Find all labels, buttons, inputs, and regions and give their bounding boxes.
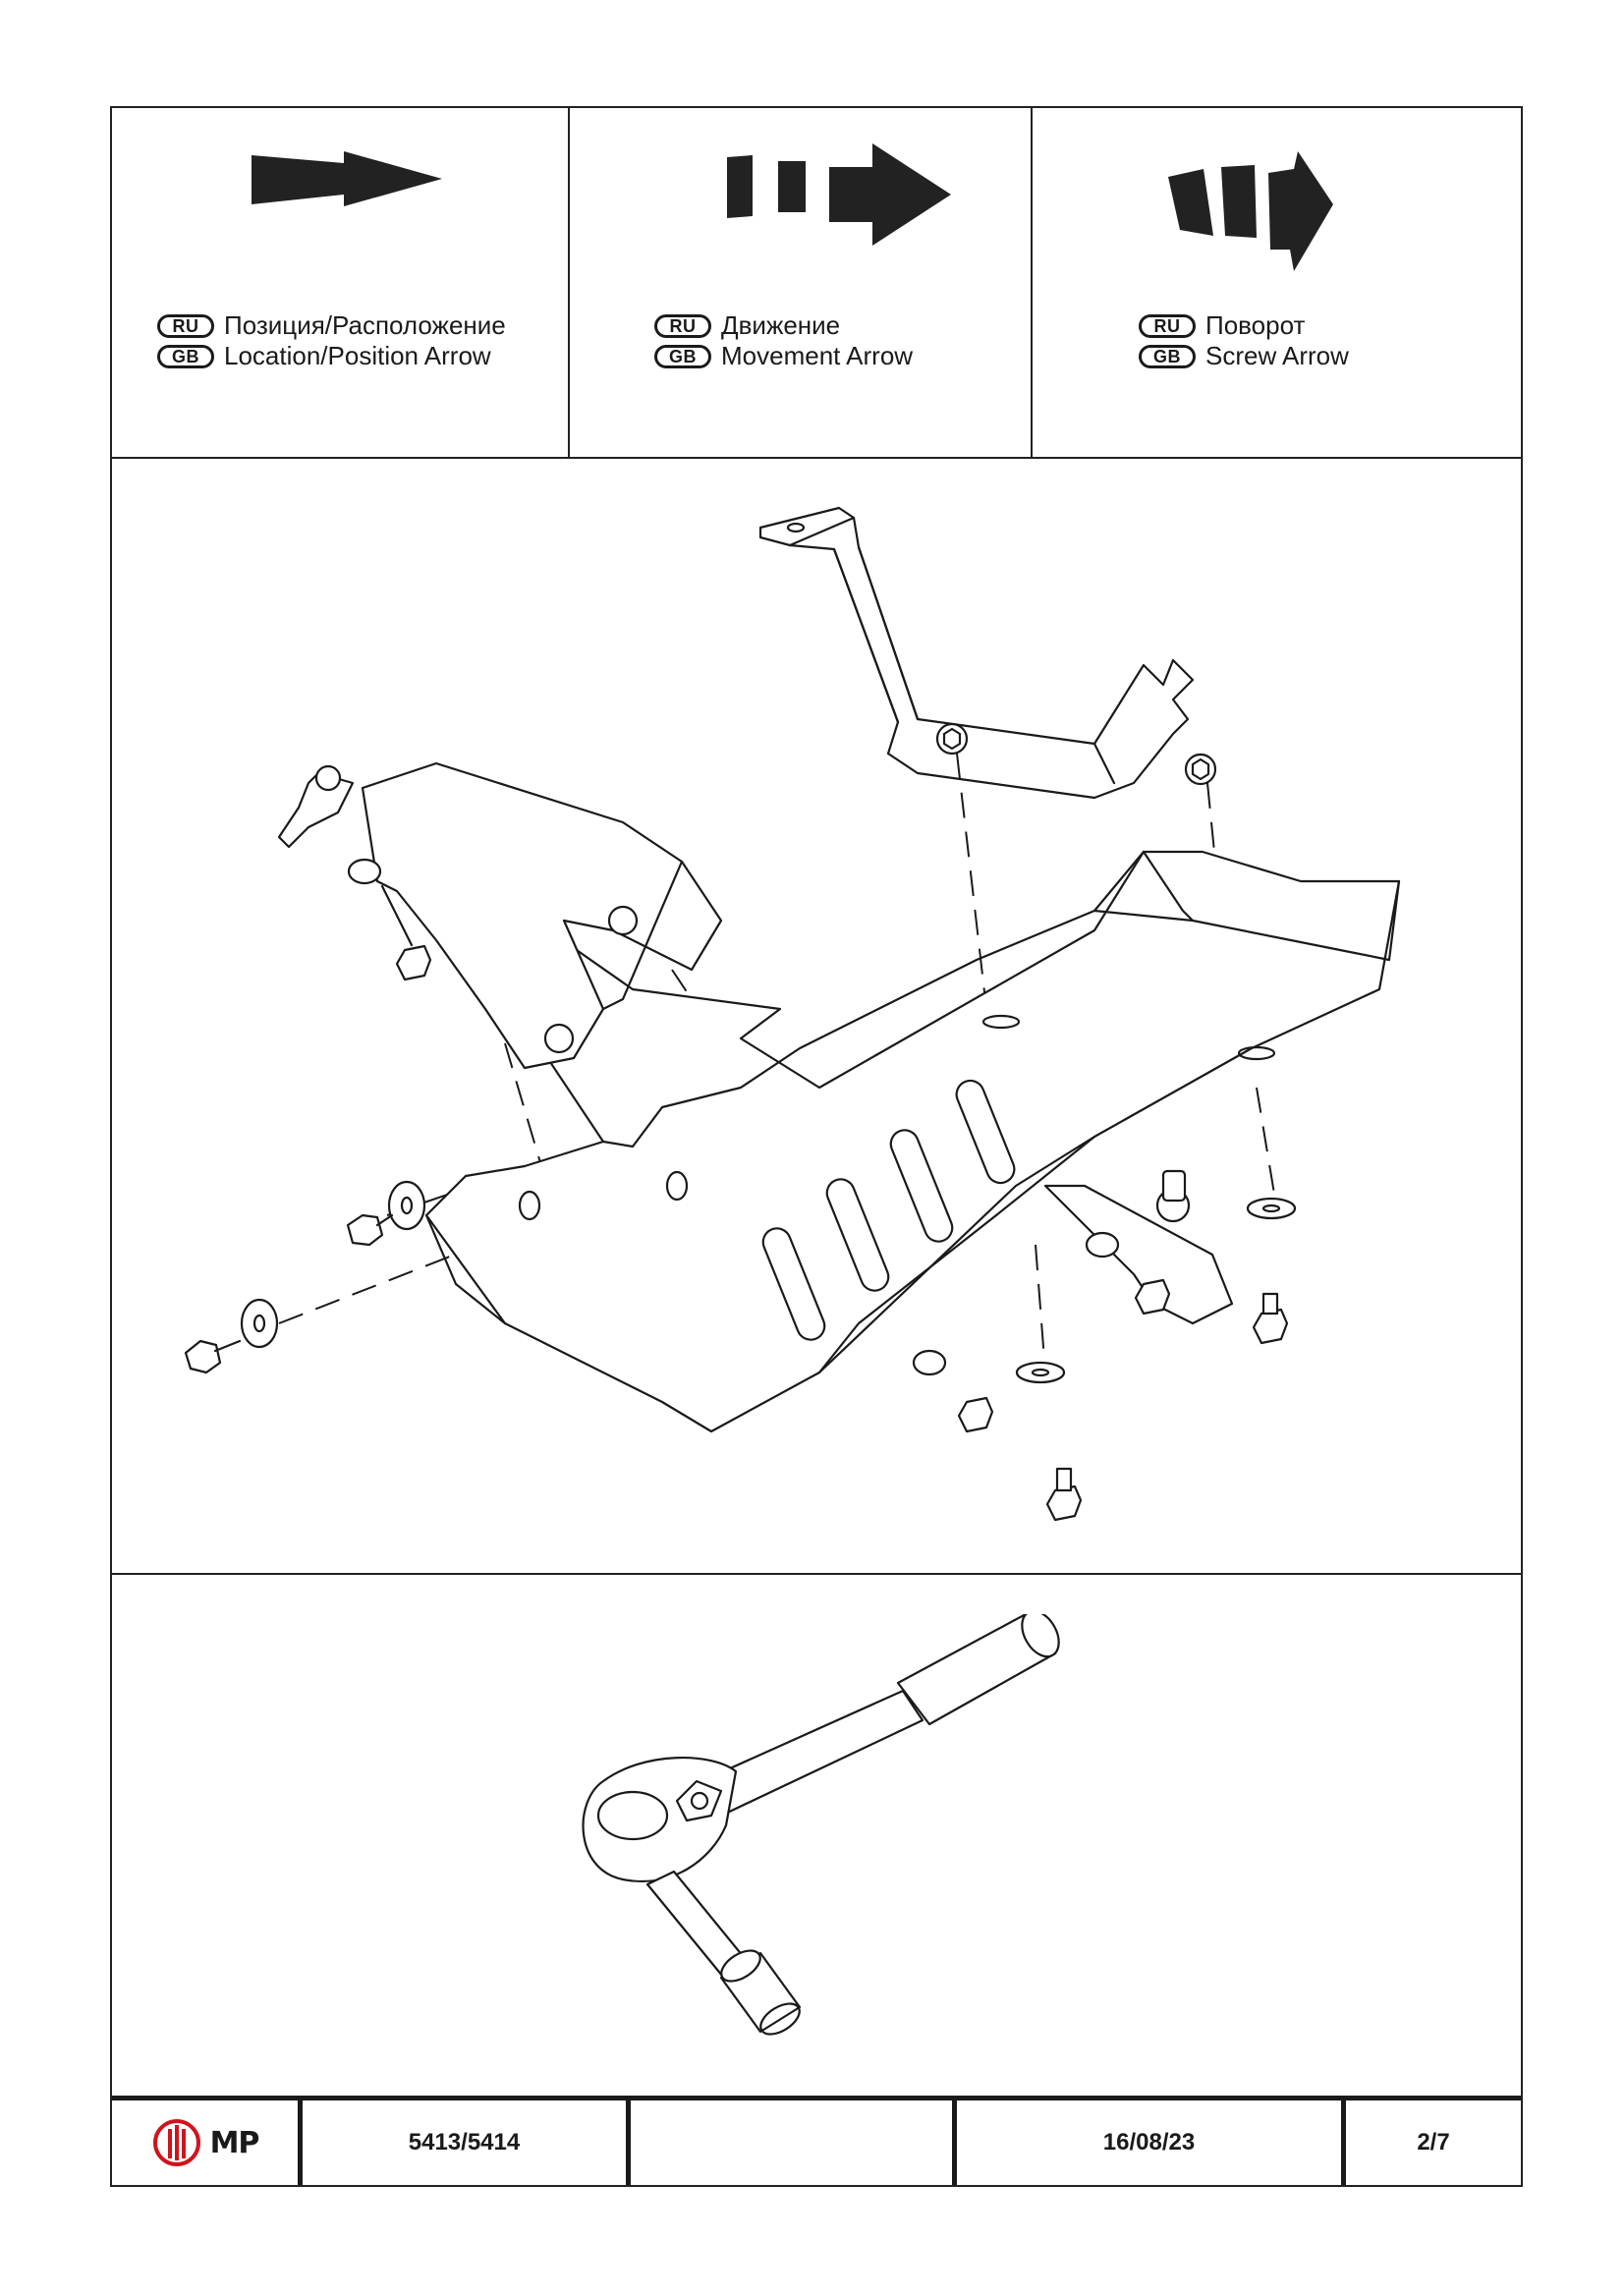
ru-badge: RU <box>1139 313 1196 338</box>
page-number: 2/7 <box>1341 2100 1521 2185</box>
part-number: 5413/5414 <box>298 2100 626 2185</box>
skid-plate-assembly-diagram <box>184 506 1401 1522</box>
ru-badge: RU <box>157 313 214 338</box>
upper-bracket <box>758 506 1217 800</box>
legend-ru-label: Позиция/Расположение <box>224 310 506 340</box>
left-bracket <box>277 761 723 1070</box>
ru-badge: RU <box>654 313 711 338</box>
gb-badge: GB <box>157 344 214 368</box>
legend-movement: RU Движение GB Movement Arrow <box>568 108 1031 457</box>
gb-badge: GB <box>654 344 711 368</box>
skid-plate <box>424 850 1401 1433</box>
legend-screw: RU Поворот GB Screw Arrow <box>1031 108 1525 457</box>
tool-panel <box>112 1575 1521 2101</box>
legend-gb-label: Movement Arrow <box>721 341 914 370</box>
title-block: MP 5413/5414 16/08/23 2/7 <box>112 2096 1521 2185</box>
page-frame: RU Позиция/Расположение GB Location/Positi… <box>110 106 1523 2187</box>
legend-ru-label: Поворот <box>1205 310 1306 340</box>
blank-field <box>626 2100 952 2185</box>
brand-logo: MP <box>112 2100 298 2185</box>
screw-arrow-icon <box>1168 151 1333 271</box>
gb-badge: GB <box>1139 344 1196 368</box>
legend-gb-label: Location/Position Arrow <box>224 341 491 370</box>
arrow-legend: RU Позиция/Расположение GB Location/Positi… <box>112 108 1521 459</box>
legend-gb-label: Screw Arrow <box>1205 341 1349 370</box>
brand-name: MP <box>209 2125 260 2160</box>
ratchet-wrench-icon <box>582 1614 1060 2036</box>
legend-ru-label: Движение <box>721 310 841 340</box>
assembly-diagram-panel <box>112 459 1521 1575</box>
location-arrow-icon <box>252 151 442 206</box>
brand-logo-icon <box>152 2119 200 2166</box>
legend-location: RU Позиция/Расположение GB Location/Positi… <box>112 108 568 457</box>
fasteners <box>184 858 1297 1522</box>
movement-arrow-icon <box>727 143 951 246</box>
document-date: 16/08/23 <box>952 2100 1341 2185</box>
